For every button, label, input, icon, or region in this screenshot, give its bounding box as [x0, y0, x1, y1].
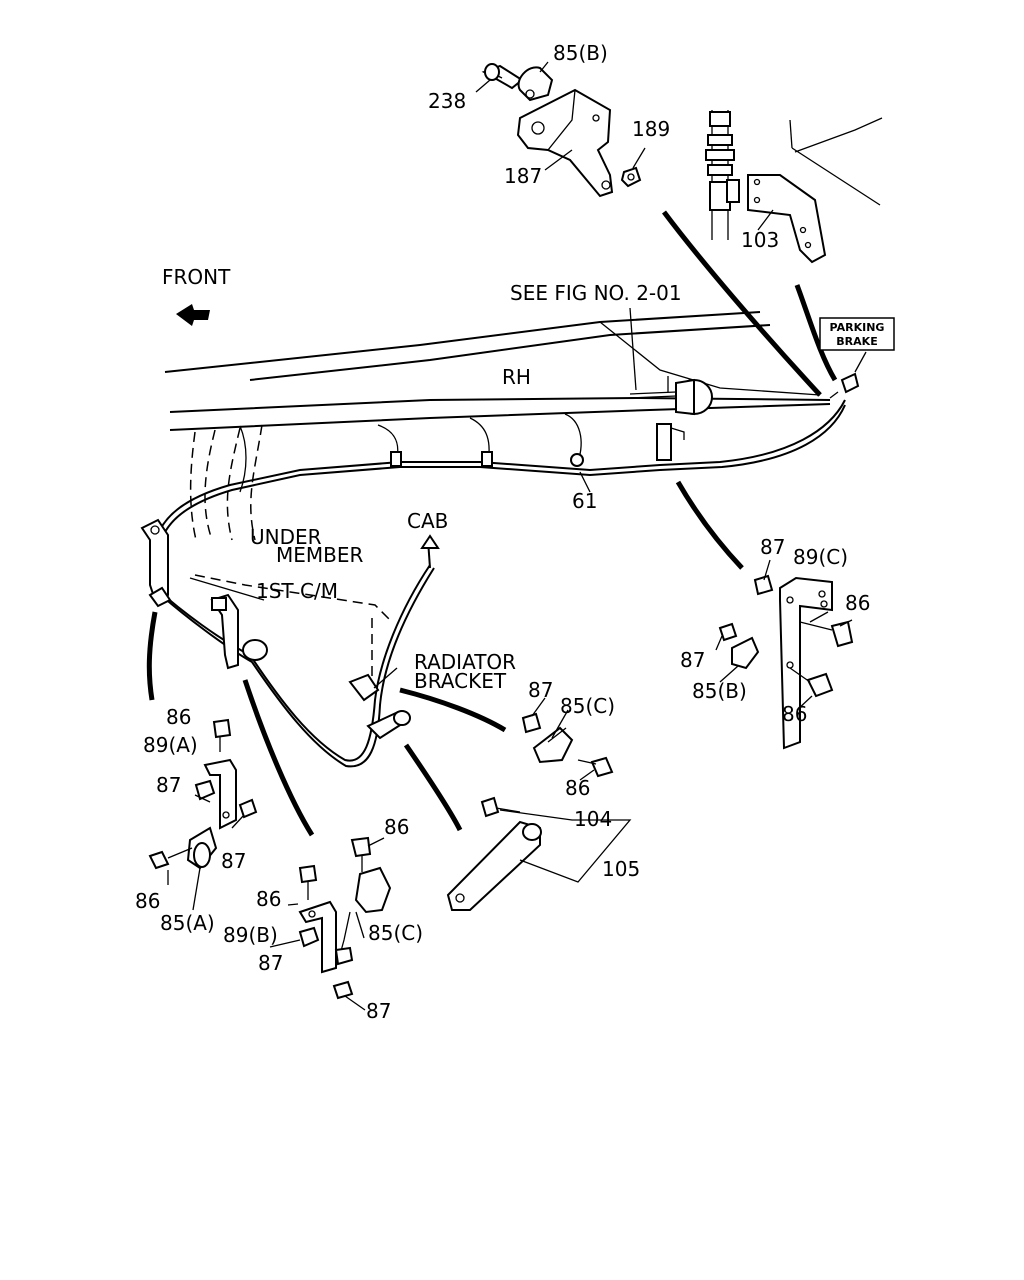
callout-87-left-low: 87 — [221, 849, 246, 873]
part-85c-center — [521, 712, 614, 778]
callout-86-bot-right: 86 — [384, 815, 409, 839]
parking-brake-connector — [829, 351, 867, 399]
frame-clips — [239, 413, 685, 493]
brake-label: BRAKE — [836, 335, 877, 348]
part-89c-assembly — [718, 574, 854, 750]
callout-85c-center: 85(C) — [560, 694, 615, 718]
parking-brake-lever-assembly — [705, 110, 883, 264]
leader-lines — [167, 61, 853, 1011]
callout-87-right-mid: 87 — [680, 648, 705, 672]
callout-85c-bot: 85(C) — [368, 921, 423, 945]
callout-86-left-bot: 86 — [135, 889, 160, 913]
callout-87-center: 87 — [528, 678, 553, 702]
callout-86-right-bot: 86 — [782, 702, 807, 726]
callout-87-left-mid: 87 — [156, 773, 181, 797]
callout-85b-top: 85(B) — [553, 41, 608, 65]
callout-85a: 85(A) — [160, 911, 215, 935]
part-89b-assembly — [298, 836, 392, 1000]
callout-187: 187 — [504, 164, 542, 188]
under-label: UNDER — [250, 525, 322, 549]
section-leaders — [146, 210, 838, 837]
callout-86-center: 86 — [565, 776, 590, 800]
left-bracket-assembly — [140, 518, 411, 740]
brake-valve — [629, 376, 713, 416]
part-89a-assembly — [148, 718, 258, 870]
brake-cable — [157, 399, 846, 768]
callout-89b: 89(B) — [223, 923, 278, 947]
callout-105: 105 — [602, 857, 640, 881]
rh-label: RH — [502, 365, 531, 389]
front-arrow-icon — [176, 304, 210, 326]
callout-86-bot-left: 86 — [256, 887, 281, 911]
callout-87-bot-left: 87 — [258, 951, 283, 975]
parking-label: PARKING — [830, 321, 885, 334]
see-fig-label: SEE FIG NO. 2-01 — [510, 281, 682, 305]
callout-61: 61 — [572, 489, 597, 513]
callout-104: 104 — [574, 807, 612, 831]
parking-brake-label-box — [819, 317, 895, 351]
callout-238: 238 — [428, 89, 466, 113]
callout-86-left-top: 86 — [166, 705, 191, 729]
chassis-frame — [164, 311, 831, 431]
cab-label: CAB — [407, 509, 448, 533]
callout-87-right-top: 87 — [760, 535, 785, 559]
member-label: MEMBER — [276, 543, 364, 567]
callout-86-right-top: 86 — [845, 591, 870, 615]
callout-87-bot: 87 — [366, 999, 391, 1023]
callout-85b-right: 85(B) — [692, 679, 747, 703]
text-labels: FRONT SEE FIG NO. 2-01 RH CAB UNDER MEMB… — [135, 41, 884, 1023]
bracket-187-group — [481, 63, 642, 198]
link-104-105 — [446, 796, 542, 911]
callout-89a: 89(A) — [143, 733, 198, 757]
callout-103: 103 — [741, 228, 779, 252]
callout-89c: 89(C) — [793, 545, 848, 569]
first-crossmember-label: 1ST C/M — [256, 579, 338, 603]
callout-189: 189 — [632, 117, 670, 141]
bracket-label: BRACKET — [414, 669, 507, 693]
radiator-label: RADIATOR — [414, 650, 516, 674]
front-label: FRONT — [162, 265, 231, 289]
